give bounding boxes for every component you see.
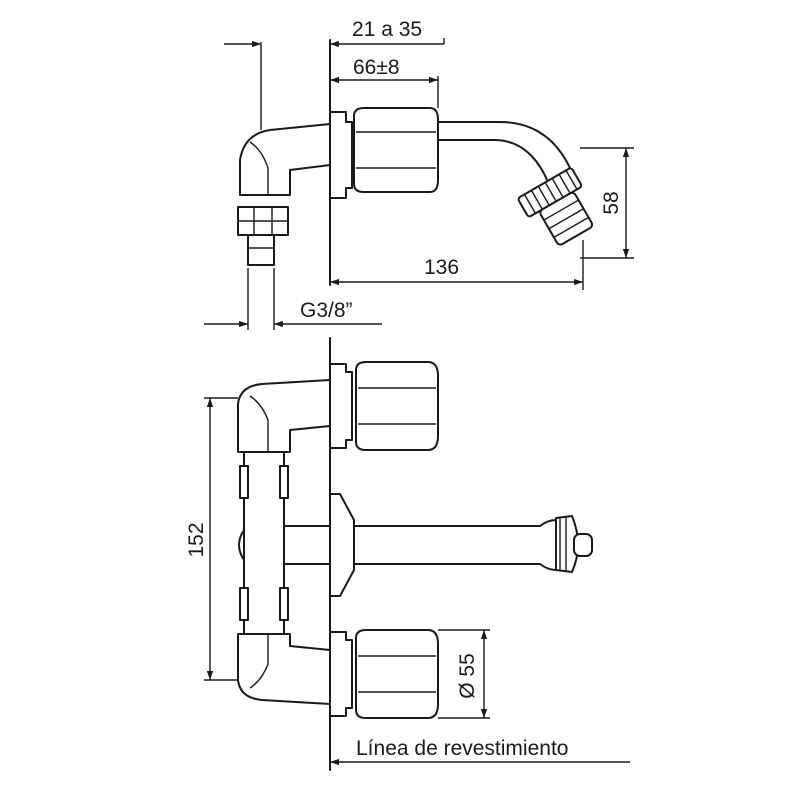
elbow-detail bbox=[249, 141, 269, 169]
spout-front bbox=[353, 519, 557, 571]
threaded-tail bbox=[247, 234, 275, 266]
dim-thread-label: G3/8” bbox=[300, 299, 353, 322]
rosette-upper bbox=[329, 363, 353, 449]
wall-line-label: Línea de revestimiento bbox=[356, 737, 568, 760]
spout-top-edge bbox=[437, 121, 571, 169]
dim-136-label: 136 bbox=[424, 256, 459, 279]
elbow-upper bbox=[237, 379, 331, 453]
center-body bbox=[283, 525, 331, 565]
dim-152-label: 152 bbox=[185, 522, 208, 557]
aerator-front bbox=[555, 515, 593, 573]
dim-21-35-label: 21 a 35 bbox=[352, 18, 422, 41]
elbow-body bbox=[239, 123, 331, 196]
dim-diameter-label: Ø 55 bbox=[456, 653, 479, 699]
front-view: 152 Ø 55 Línea de revestimiento bbox=[185, 337, 630, 771]
center-cap bbox=[238, 529, 245, 561]
aerator-side bbox=[517, 167, 594, 246]
side-view: 21 a 35 66±8 58 136 G3/8” bbox=[204, 18, 634, 330]
pipe-break bbox=[239, 587, 249, 621]
handle-side bbox=[353, 107, 439, 193]
dim-66-label: 66±8 bbox=[353, 56, 400, 79]
elbow-lower bbox=[237, 633, 331, 705]
pipe-break bbox=[279, 587, 289, 621]
dim-58-label: 58 bbox=[600, 191, 623, 214]
rosette-plate bbox=[329, 111, 353, 199]
handle-lower bbox=[355, 629, 439, 719]
spout-base bbox=[329, 493, 355, 597]
spout-bottom-edge bbox=[437, 139, 549, 183]
pipe-break bbox=[279, 465, 289, 499]
handle-upper bbox=[355, 361, 439, 451]
rosette-lower bbox=[329, 631, 353, 717]
pipe-break bbox=[239, 465, 249, 499]
